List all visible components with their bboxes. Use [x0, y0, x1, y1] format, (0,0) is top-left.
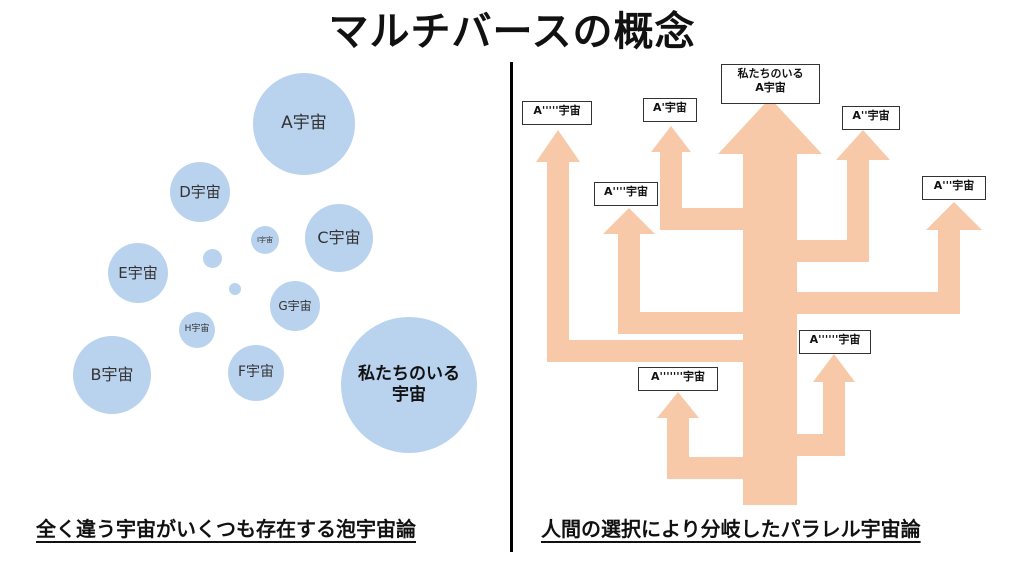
branch-a7-horizontal [667, 457, 757, 479]
branch-a7-arrowhead [657, 392, 699, 418]
branch-a1-arrowhead [651, 126, 691, 152]
branch-a6-stem [823, 380, 845, 456]
main-trunk-arrowhead [718, 98, 822, 154]
branch-a2-stem [847, 158, 869, 262]
label-a5: A'''''宇宙 [522, 101, 592, 125]
branch-a1-horizontal [660, 208, 757, 230]
branch-a4-stem [618, 232, 640, 334]
branch-a3-stem [938, 228, 960, 314]
branch-a3-arrowhead [926, 202, 982, 230]
bubble-g: G宇宙 [270, 281, 320, 331]
branch-a1-stem [660, 150, 682, 230]
main-trunk [743, 150, 797, 505]
center-divider [510, 62, 513, 552]
bubble-small-1 [203, 249, 222, 268]
branch-a3-horizontal [795, 292, 960, 314]
label-a6: A''''''宇宙 [799, 330, 871, 354]
branch-a5-arrowhead [536, 130, 580, 162]
branch-a4-horizontal [618, 312, 757, 334]
bubble-small-2 [229, 283, 241, 295]
caption-bubble-theory: 全く違う宇宙がいくつも存在する泡宇宙論 [36, 517, 416, 541]
label-a1: A'宇宙 [643, 98, 697, 122]
diagram-title: マルチバースの概念 [328, 9, 696, 55]
bubble-f: F宇宙 [228, 345, 284, 401]
label-a2: A''宇宙 [842, 106, 900, 130]
bubble-our-universe: 私たちのいる 宇宙 [341, 317, 477, 453]
label-a3: A'''宇宙 [922, 176, 986, 200]
branch-a5-stem [547, 160, 569, 362]
branch-a2-arrowhead [836, 130, 890, 160]
branch-a7-stem [667, 416, 689, 479]
bubble-h: H宇宙 [179, 312, 215, 348]
label-a4: A''''宇宙 [594, 182, 658, 206]
bubble-b: B宇宙 [73, 336, 151, 414]
caption-parallel-theory: 人間の選択により分岐したパラレル宇宙論 [541, 517, 921, 541]
bubble-c: C宇宙 [305, 204, 373, 272]
bubble-i: I宇宙 [251, 226, 279, 254]
bubble-d: D宇宙 [170, 162, 230, 222]
label-main-universe: 私たちのいる A宇宙 [721, 64, 820, 104]
label-a7: A'''''''宇宙 [638, 367, 718, 391]
bubble-e: E宇宙 [108, 243, 168, 303]
branch-a5-horizontal [547, 340, 757, 362]
branch-a6-arrowhead [813, 354, 855, 382]
branch-a4-arrowhead [603, 208, 655, 234]
bubble-a: A宇宙 [253, 73, 355, 175]
